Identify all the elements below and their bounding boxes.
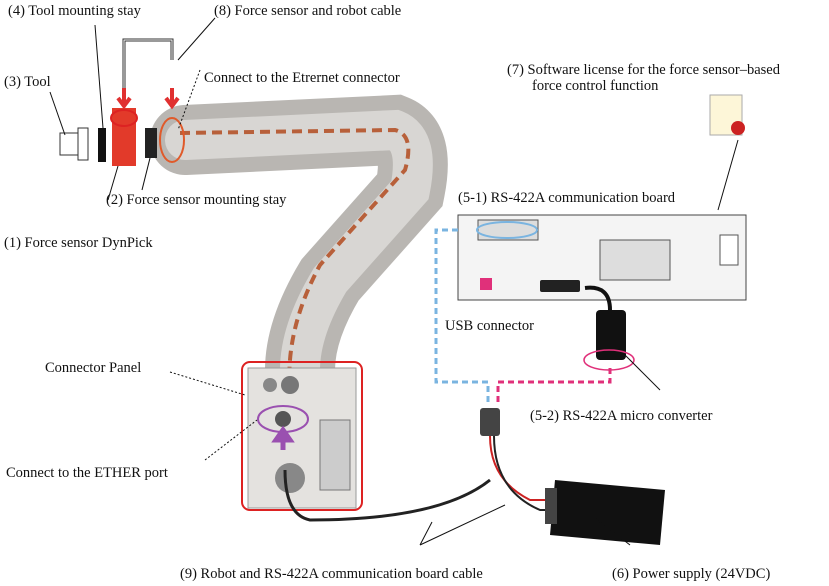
robot-arm [150, 94, 448, 405]
label-software-license-1: (7) Software license for the force senso… [507, 62, 780, 78]
label-software-license-2: force control function [532, 78, 659, 94]
label-tool: (3) Tool [4, 74, 51, 90]
label-connect-ethernet: Connect to the Etrernet connector [204, 70, 400, 86]
label-force-sensor-cable: (8) Force sensor and robot cable [214, 3, 402, 19]
label-tool-mounting-stay: (4) Tool mounting stay [8, 3, 141, 19]
label-connect-ether-port: Connect to the ETHER port [6, 465, 168, 481]
label-rs422a-board: (5-1) RS-422A communication board [458, 190, 676, 206]
label-rs422a-converter: (5-2) RS-422A micro converter [530, 408, 713, 424]
label-force-sensor-mounting-stay: (2) Force sensor mounting stay [106, 192, 287, 208]
robot-controller [457, 214, 747, 371]
power-supply [545, 480, 665, 545]
label-robot-board-cable: (9) Robot and RS-422A communication boar… [180, 566, 483, 582]
blue-link [434, 228, 490, 405]
license-certificate-icon [709, 94, 745, 136]
pink-link [496, 368, 612, 405]
leader-lines [49, 17, 739, 546]
label-usb-connector: USB connector [445, 318, 534, 334]
db-connector [480, 408, 500, 436]
label-force-sensor-dynpick: (1) Force sensor DynPick [4, 235, 153, 251]
label-connector-panel: Connector Panel [45, 360, 142, 376]
connector-panel [241, 361, 363, 511]
tool-assembly [59, 38, 185, 166]
label-power-supply: (6) Power supply (24VDC) [612, 566, 771, 582]
